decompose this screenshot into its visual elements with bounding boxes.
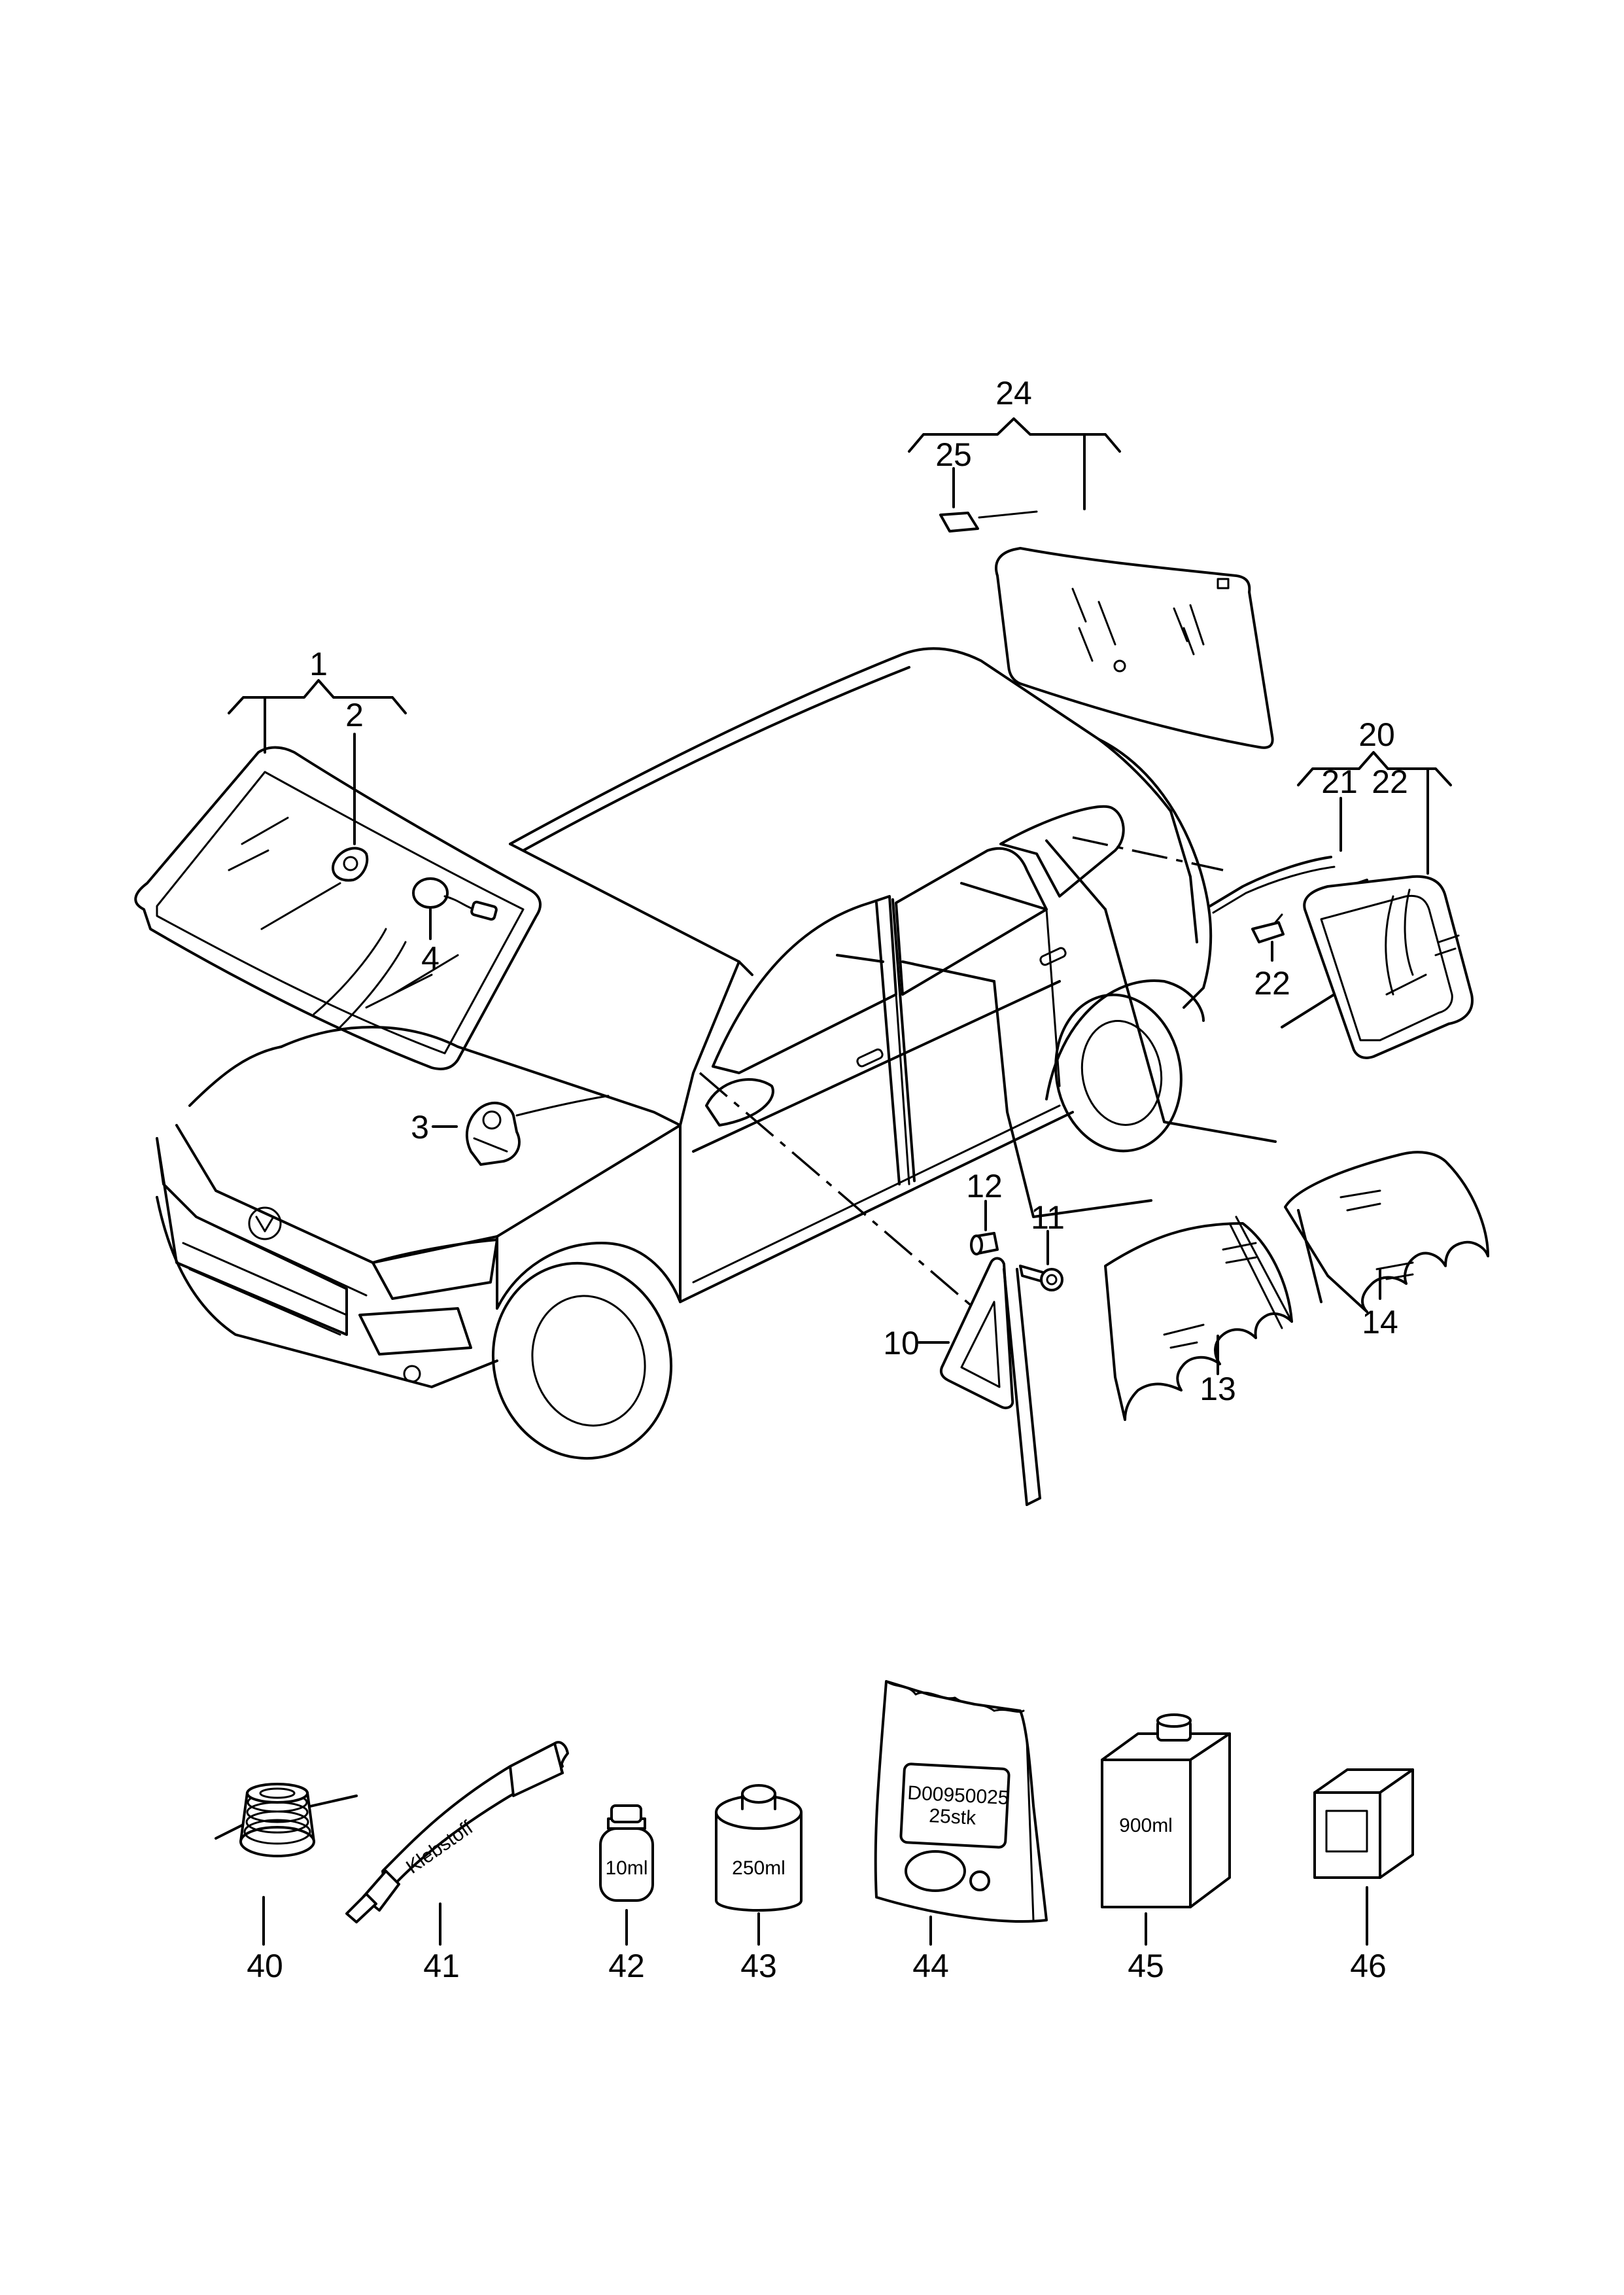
callout-44: 44 xyxy=(912,1948,949,1984)
item-45-canister: 900ml xyxy=(1101,1713,1231,1908)
callout-11: 11 xyxy=(1031,1199,1065,1236)
item-41-adhesive-tube: Klebstoff xyxy=(345,1741,569,1923)
callout-40: 40 xyxy=(247,1948,283,1984)
callout-14: 14 xyxy=(1362,1304,1398,1340)
fixed-door-glass xyxy=(939,1232,1063,1506)
rear-window xyxy=(939,510,1274,749)
leader-lines xyxy=(228,417,1452,1946)
callout-41: 41 xyxy=(423,1948,460,1984)
small-bottle-label: 10ml xyxy=(605,1857,648,1879)
vehicle-outline xyxy=(156,647,1224,1460)
callout-45: 45 xyxy=(1128,1948,1164,1984)
callout-22-top: 22 xyxy=(1372,763,1408,800)
callout-42: 42 xyxy=(608,1948,645,1984)
callout-46: 46 xyxy=(1350,1948,1387,1984)
callout-12: 12 xyxy=(966,1168,1003,1204)
callout-22-clip: 22 xyxy=(1254,965,1290,1002)
item-43-can: 250ml xyxy=(715,1784,803,1912)
callout-13: 13 xyxy=(1200,1371,1236,1407)
callout-labels: 1 2 4 3 24 25 20 21 22 22 12 11 10 14 13… xyxy=(247,375,1408,1984)
callout-25: 25 xyxy=(935,436,972,473)
can-label: 250ml xyxy=(732,1857,786,1879)
callout-2: 2 xyxy=(345,697,364,733)
door-glass-front xyxy=(836,839,1293,1421)
callout-20: 20 xyxy=(1358,716,1395,753)
callout-10: 10 xyxy=(883,1325,920,1361)
item-46-box xyxy=(1313,1768,1414,1879)
canister-label: 900ml xyxy=(1119,1815,1173,1836)
windscreen xyxy=(134,746,542,1070)
bag-label-line1: D00950025 xyxy=(907,1782,1010,1809)
door-glass-rear xyxy=(1284,1151,1489,1313)
callout-3: 3 xyxy=(411,1109,429,1146)
item-44-bag: D00950025 25stk xyxy=(874,1680,1048,1923)
item-42-small-bottle: 10ml xyxy=(599,1804,654,1902)
callout-1: 1 xyxy=(309,646,328,682)
callout-24: 24 xyxy=(995,375,1032,412)
item-3-part xyxy=(465,1095,610,1166)
item-40-sealing-cone xyxy=(215,1783,358,1857)
bag-label-line2: 25stk xyxy=(929,1805,977,1829)
callout-21: 21 xyxy=(1321,763,1358,800)
rear-quarter-window xyxy=(1209,856,1474,1059)
callout-43: 43 xyxy=(740,1948,777,1984)
callout-4: 4 xyxy=(421,940,440,977)
